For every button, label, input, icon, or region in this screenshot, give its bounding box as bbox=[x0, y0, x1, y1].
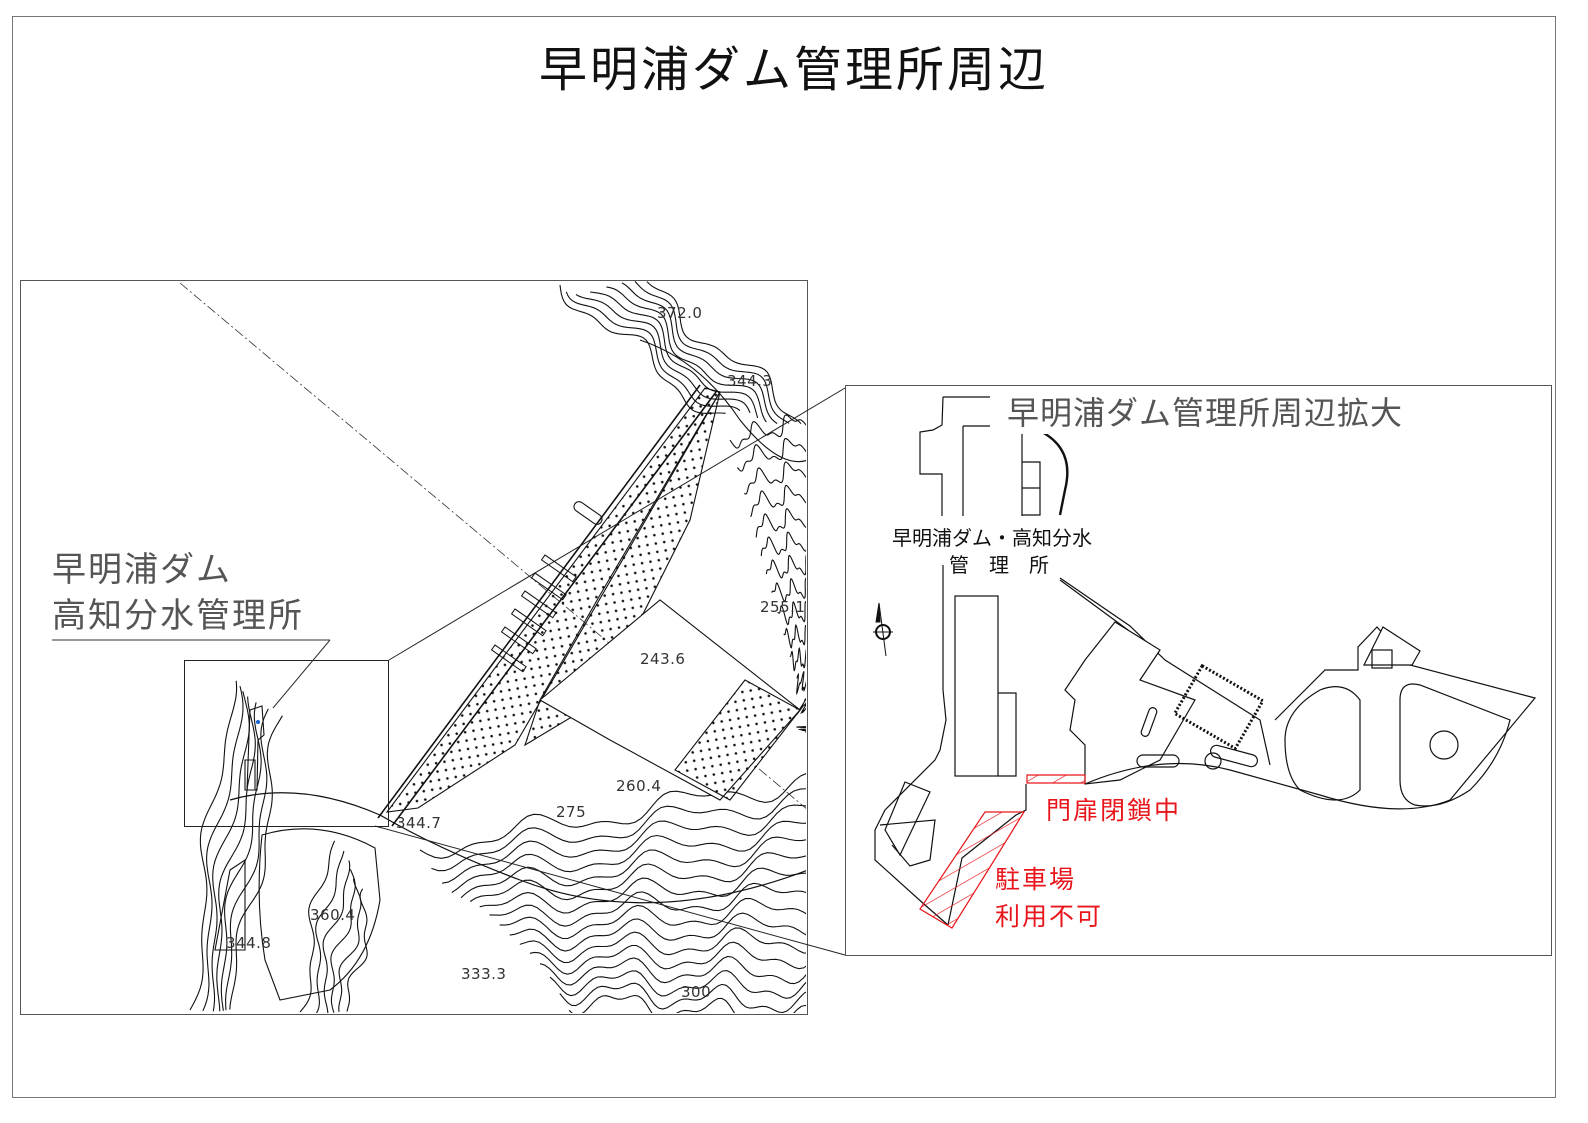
contour-line bbox=[489, 882, 806, 927]
gate-closed-notice: 門扉閉鎖中 bbox=[1046, 796, 1182, 825]
elevation-label: 344.3 bbox=[727, 372, 773, 390]
contour-line bbox=[729, 414, 806, 449]
parking-closed-notice-line2: 利用不可 bbox=[995, 902, 1104, 931]
contour-line bbox=[755, 508, 806, 538]
contour-line bbox=[211, 691, 250, 1012]
elevation-label: 344.7 bbox=[396, 814, 442, 832]
contour-line bbox=[777, 600, 806, 626]
facility-label-line2: 高知分水管理所 bbox=[52, 596, 304, 636]
contour-line bbox=[229, 715, 283, 1010]
contour-line bbox=[744, 461, 806, 495]
contour-line bbox=[315, 850, 345, 1013]
zoom-connector-bottom bbox=[374, 825, 846, 956]
overview-map-frame bbox=[20, 280, 808, 1015]
contour-line bbox=[338, 878, 362, 1012]
page-title: 早明浦ダム管理所周辺 bbox=[538, 42, 1049, 98]
contour-line bbox=[431, 788, 806, 872]
contour-line bbox=[789, 646, 806, 672]
contour-line bbox=[796, 671, 806, 696]
contour-line bbox=[750, 484, 806, 518]
gate-closed-area bbox=[1026, 774, 1086, 784]
contour-line bbox=[736, 438, 806, 472]
contour-line bbox=[225, 708, 269, 1011]
contour-line bbox=[590, 291, 759, 419]
contour-line bbox=[469, 852, 806, 902]
spillway-pier bbox=[540, 554, 577, 583]
detail-map-title: 早明浦ダム管理所周辺拡大 bbox=[1007, 388, 1404, 434]
contour-line bbox=[451, 820, 806, 894]
inset-box bbox=[184, 660, 389, 827]
zoom-connector-top bbox=[388, 387, 846, 661]
contour-line bbox=[220, 702, 262, 1011]
contour-line bbox=[549, 970, 806, 999]
elevation-label: 255.1 bbox=[760, 598, 806, 616]
contour-line bbox=[559, 982, 806, 1013]
elevation-label: 344.8 bbox=[226, 934, 272, 952]
contour-line bbox=[499, 897, 806, 940]
building-label-line1: 早明浦ダム・高知分水 bbox=[892, 522, 1092, 551]
contour-line bbox=[479, 867, 806, 914]
elevation-label: 360.4 bbox=[310, 906, 356, 924]
building-label-line2: 管 理 所 bbox=[949, 549, 1049, 578]
contour-line bbox=[771, 577, 806, 602]
contour-line bbox=[760, 531, 806, 557]
contour-line bbox=[216, 696, 256, 1012]
contour-line bbox=[202, 685, 244, 1012]
contour-line bbox=[765, 554, 806, 579]
contour-line bbox=[189, 680, 238, 1011]
contour-line bbox=[299, 840, 336, 1013]
contour-line bbox=[322, 860, 351, 1013]
spillway-pier bbox=[510, 608, 547, 637]
elevation-label: 300 bbox=[681, 983, 712, 1001]
dam-axis-line bbox=[179, 282, 806, 809]
contour-line bbox=[539, 955, 806, 986]
contour-line bbox=[419, 773, 806, 859]
spillway-pier bbox=[530, 572, 567, 601]
contour-line bbox=[796, 726, 806, 733]
parking-closed-area bbox=[919, 811, 1026, 929]
elevation-label: 333.3 bbox=[461, 965, 507, 983]
outer-frame bbox=[12, 16, 1556, 1098]
contour-line bbox=[529, 941, 806, 975]
contour-line bbox=[460, 836, 806, 899]
contour-lines bbox=[189, 281, 806, 1013]
spillway-pier bbox=[520, 590, 557, 619]
contour-line bbox=[646, 281, 802, 424]
elevation-label: 243.6 bbox=[640, 650, 686, 668]
elevation-label: 275 bbox=[556, 803, 587, 821]
contour-line bbox=[606, 286, 767, 423]
north-arrow-icon bbox=[873, 602, 893, 657]
spillway-pier bbox=[490, 644, 527, 673]
contour-line bbox=[330, 869, 356, 1013]
parking-closed-notice-line1: 駐車場 bbox=[995, 865, 1077, 894]
contour-line bbox=[783, 624, 806, 649]
facility-label-line1: 早明浦ダム bbox=[52, 550, 232, 590]
spillway-pier bbox=[500, 626, 537, 655]
contour-line bbox=[509, 912, 806, 952]
contour-line bbox=[346, 888, 368, 1012]
elevation-label: 372.0 bbox=[657, 304, 703, 322]
facility-label: 早明浦ダム 高知分水管理所 bbox=[52, 547, 304, 639]
elevation-label: 260.4 bbox=[616, 777, 662, 795]
contour-line bbox=[634, 281, 790, 424]
contour-line bbox=[519, 927, 806, 964]
contour-line bbox=[568, 994, 806, 1013]
contour-line bbox=[621, 282, 778, 424]
